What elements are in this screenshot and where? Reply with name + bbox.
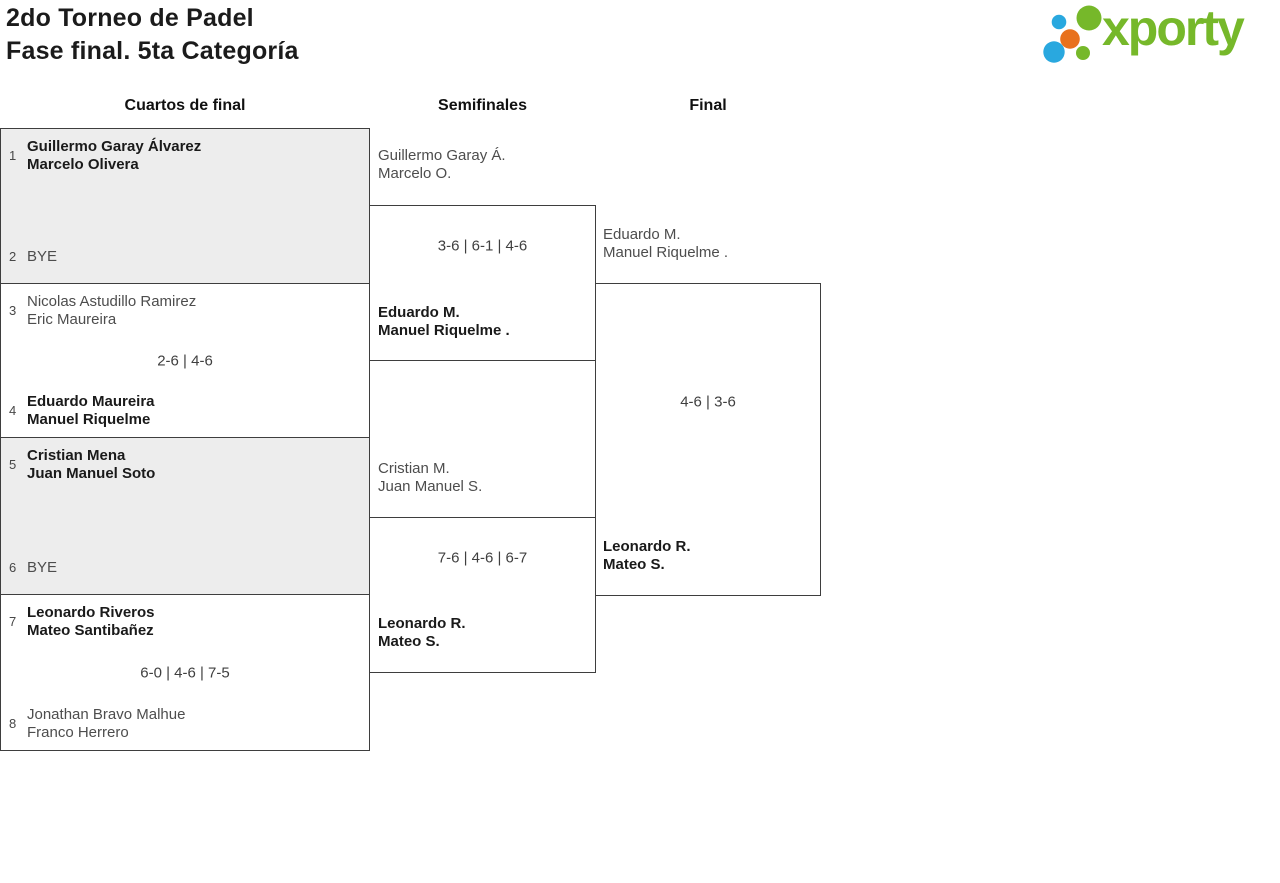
team-name: Leonardo R. Mateo S. bbox=[603, 538, 691, 574]
match-sf-2-connector: 7-6 | 4-6 | 6-7 bbox=[369, 517, 596, 673]
team-name: Eduardo Maureira Manuel Riquelme bbox=[27, 393, 155, 429]
match-qf-4: 7 Leonardo Riveros Mateo Santibañez 6-0 … bbox=[0, 594, 370, 751]
team-name: Cristian Mena Juan Manuel Soto bbox=[27, 447, 155, 483]
team-name: Guillermo Garay Á. Marcelo O. bbox=[378, 147, 506, 183]
team-entry: 6 BYE bbox=[9, 541, 365, 594]
team-entry: 3 Nicolas Astudillo Ramirez Eric Maureir… bbox=[9, 284, 365, 337]
player-2: Manuel Riquelme bbox=[27, 410, 151, 428]
player-1: Leonardo Riveros bbox=[27, 603, 155, 621]
team-name: Jonathan Bravo Malhue Franco Herrero bbox=[27, 706, 185, 742]
page-title: 2do Torneo de Padel Fase final. 5ta Cate… bbox=[6, 2, 299, 68]
seed-number: 6 bbox=[9, 560, 17, 575]
seed-number: 7 bbox=[9, 614, 17, 629]
team-name: Leonardo R. Mateo S. bbox=[378, 615, 466, 651]
team-entry: 8 Jonathan Bravo Malhue Franco Herrero bbox=[9, 697, 365, 750]
player-2: Juan Manuel Soto bbox=[27, 464, 156, 482]
xporty-logo-dots-icon bbox=[1043, 5, 1102, 63]
xporty-logo-text: xporty bbox=[1102, 0, 1245, 56]
team-name: Nicolas Astudillo Ramirez Eric Maureira bbox=[27, 293, 196, 329]
round-header-semifinals: Semifinales bbox=[438, 97, 527, 114]
player-1: Eduardo Maureira bbox=[27, 392, 155, 410]
player-1: Leonardo R. bbox=[378, 615, 466, 632]
match-score: 4-6 | 3-6 bbox=[680, 393, 736, 410]
team-name: Leonardo Riveros Mateo Santibañez bbox=[27, 604, 155, 640]
match-score: 7-6 | 4-6 | 6-7 bbox=[437, 549, 528, 567]
player-1: Cristian M. bbox=[378, 460, 450, 477]
title-line-1: 2do Torneo de Padel bbox=[6, 4, 254, 32]
player-1: Guillermo Garay Á. bbox=[378, 147, 506, 164]
player-2: Manuel Riquelme . bbox=[378, 322, 510, 339]
player-2: Manuel Riquelme . bbox=[603, 244, 729, 261]
match-score: 6-0 | 4-6 | 7-5 bbox=[140, 664, 230, 681]
match-qf-3: 5 Cristian Mena Juan Manuel Soto 6 BYE bbox=[0, 437, 370, 595]
team-entry: 4 Eduardo Maureira Manuel Riquelme bbox=[9, 384, 365, 437]
match-final-connector: 4-6 | 3-6 bbox=[595, 283, 821, 596]
player-2: Mateo Santibañez bbox=[27, 621, 154, 639]
player-2: Mateo S. bbox=[603, 556, 665, 573]
xporty-logo[interactable]: xporty bbox=[1040, 0, 1276, 72]
round-header-final: Final bbox=[689, 97, 727, 114]
team-name: Eduardo M. Manuel Riquelme . bbox=[378, 304, 510, 340]
round-header-quarterfinals: Cuartos de final bbox=[124, 97, 246, 114]
player-1: Eduardo M. bbox=[603, 226, 681, 243]
team-name: Eduardo M. Manuel Riquelme . bbox=[603, 226, 728, 262]
title-line-2: Fase final. 5ta Categoría bbox=[6, 37, 299, 65]
match-qf-1: 1 Guillermo Garay Álvarez Marcelo Oliver… bbox=[0, 128, 370, 284]
player-1: Cristian Mena bbox=[27, 446, 126, 464]
seed-number: 1 bbox=[9, 148, 17, 163]
bye-label: BYE bbox=[27, 247, 58, 265]
team-entry: 1 Guillermo Garay Álvarez Marcelo Oliver… bbox=[9, 129, 365, 182]
team-entry: 7 Leonardo Riveros Mateo Santibañez bbox=[9, 595, 365, 648]
match-sf-1-connector: 3-6 | 6-1 | 4-6 bbox=[369, 205, 596, 361]
seed-number: 5 bbox=[9, 457, 17, 472]
player-1: Jonathan Bravo Malhue bbox=[27, 705, 186, 723]
player-2: Juan Manuel S. bbox=[378, 478, 483, 495]
team-entry: 2 BYE bbox=[9, 230, 365, 283]
team-name: Guillermo Garay Álvarez Marcelo Olivera bbox=[27, 138, 201, 174]
player-1: Nicolas Astudillo Ramirez bbox=[27, 292, 197, 310]
team-name: BYE bbox=[27, 559, 57, 577]
match-score: 2-6 | 4-6 bbox=[157, 352, 213, 369]
player-1: Guillermo Garay Álvarez bbox=[27, 137, 202, 155]
player-2: Mateo S. bbox=[378, 633, 440, 650]
seed-number: 2 bbox=[9, 249, 17, 264]
player-2: Marcelo Olivera bbox=[27, 155, 139, 173]
player-2: Marcelo O. bbox=[378, 165, 452, 182]
team-entry: 5 Cristian Mena Juan Manuel Soto bbox=[9, 438, 365, 491]
team-name: Cristian M. Juan Manuel S. bbox=[378, 460, 482, 496]
seed-number: 4 bbox=[9, 403, 17, 418]
match-score: 3-6 | 6-1 | 4-6 bbox=[437, 237, 528, 255]
player-2: Eric Maureira bbox=[27, 310, 117, 328]
player-1: Eduardo M. bbox=[378, 304, 460, 321]
team-name: BYE bbox=[27, 248, 57, 266]
seed-number: 3 bbox=[9, 303, 17, 318]
player-2: Franco Herrero bbox=[27, 723, 129, 741]
bye-label: BYE bbox=[27, 558, 58, 576]
match-qf-2: 3 Nicolas Astudillo Ramirez Eric Maureir… bbox=[0, 283, 370, 438]
seed-number: 8 bbox=[9, 716, 17, 731]
player-1: Leonardo R. bbox=[603, 538, 691, 555]
